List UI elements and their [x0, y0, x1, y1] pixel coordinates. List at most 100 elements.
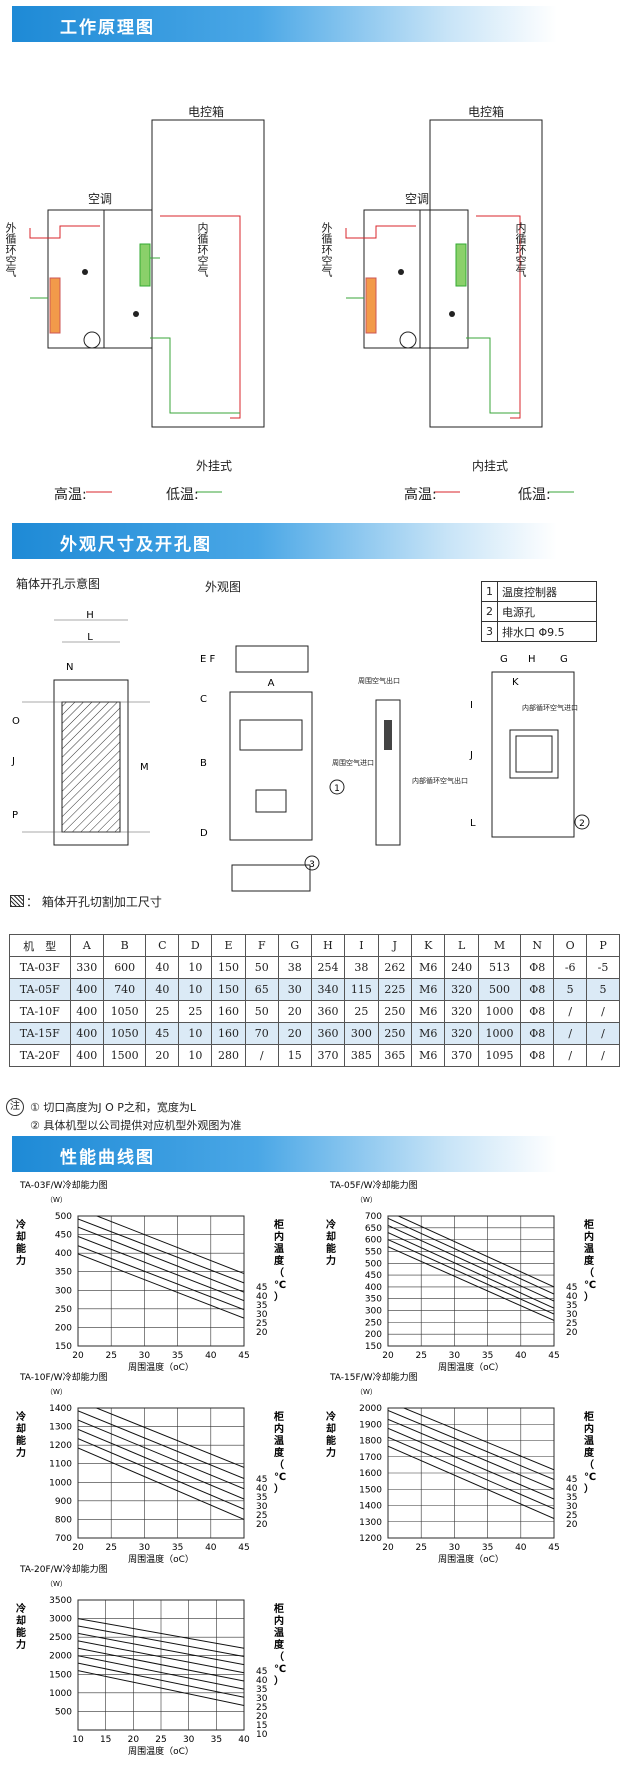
spec-cell: TA-03F	[9, 956, 71, 979]
chart-y-tick: 700	[365, 1212, 382, 1222]
svg-text:G: G	[500, 654, 508, 665]
chart-y-tick: 350	[55, 1268, 72, 1278]
chart-series-label: 20	[566, 1328, 578, 1338]
chart-series-line	[78, 1632, 244, 1666]
chart-xlabel: 周围温度（oC）	[128, 1745, 194, 1757]
chart-series-line	[388, 1418, 554, 1490]
spec-cell: 1000	[477, 1000, 522, 1023]
spec-cell: 365	[377, 1044, 413, 1067]
chart-ylabel-char: 力	[16, 1446, 26, 1459]
spec-cell: 320	[444, 978, 479, 1001]
chart-ylabel-char: 却	[16, 1614, 26, 1627]
spec-cell: 50	[244, 1000, 279, 1023]
chart-y-tick: 600	[365, 1236, 382, 1246]
spec-cell: 1000	[477, 1022, 522, 1045]
chart-series-label: 45	[566, 1283, 577, 1293]
chart-series-label: 35	[566, 1493, 577, 1503]
chart-series-label: 30	[256, 1694, 268, 1704]
spec-cell: 40	[145, 978, 180, 1001]
chart-series-line	[78, 1419, 244, 1490]
chart-y2label-char: （	[584, 1266, 594, 1279]
spec-cell: 45	[145, 1022, 180, 1045]
chart-y2label-char: 内	[274, 1230, 284, 1243]
section-header-performance: 性能曲线图	[12, 1136, 557, 1172]
spec-cell: 330	[69, 956, 105, 979]
chart-y-tick: 3000	[49, 1615, 72, 1625]
svg-text:L: L	[470, 818, 476, 829]
rear-view-drawing: 2 G H G K I J L	[469, 654, 590, 838]
spec-cell: TA-20F	[9, 1044, 71, 1067]
svg-text:1: 1	[334, 784, 340, 794]
chart-y2label-char: 柜	[583, 1410, 594, 1423]
spec-cell: 513	[477, 956, 522, 979]
chart-x-tick: 35	[172, 1543, 183, 1553]
chart-y2label-char: 度	[274, 1446, 285, 1459]
spec-cell: 160	[211, 1000, 246, 1023]
spec-cell: 320	[444, 1000, 479, 1023]
chart-y-tick: 900	[55, 1497, 72, 1507]
chart-xlabel: 周围温度（oC）	[128, 1553, 194, 1565]
spec-cell: /	[586, 1044, 620, 1067]
chart-series-line	[78, 1618, 244, 1649]
cutout-title: 箱体开孔示意图	[16, 577, 101, 591]
spec-cell: 65	[244, 978, 279, 1001]
chart-y2label-char: 温	[584, 1242, 594, 1255]
evaporator-coil-icon	[139, 243, 151, 287]
chart-series-label: 30	[566, 1310, 578, 1320]
spec-header-cell: A	[69, 934, 105, 957]
svg-text:G: G	[560, 654, 568, 665]
spec-header-cell: C	[145, 934, 180, 957]
chart-series-line	[388, 1445, 554, 1519]
chart-series-label: 10	[256, 1730, 268, 1740]
chart-series-label: 40	[256, 1676, 268, 1686]
chart-series-label: 40	[566, 1292, 578, 1302]
chart-series-line	[388, 1436, 554, 1510]
chart-y2label-char: 柜	[583, 1218, 594, 1231]
condenser-coil-icon	[49, 277, 61, 334]
chart-y-tick: 150	[365, 1342, 382, 1352]
svg-text:L: L	[87, 632, 93, 643]
spec-cell: 20	[145, 1044, 180, 1067]
chart-y2label-char: ）	[584, 1482, 594, 1495]
spec-cell: Φ8	[520, 978, 555, 1001]
chart-y-tick: 300	[365, 1307, 382, 1317]
chart-y-tick: 1600	[359, 1469, 382, 1479]
spec-cell: 400	[69, 978, 105, 1001]
chart-y-tick: 1800	[359, 1437, 382, 1447]
chart-y2label-char: 温	[274, 1626, 284, 1639]
principle-diagrams	[29, 119, 574, 493]
chart-x-tick: 25	[415, 1351, 426, 1361]
chart-ylabel-char: 力	[326, 1446, 336, 1459]
chart-ylabel-char: 能	[326, 1434, 336, 1447]
spec-cell: 300	[344, 1022, 379, 1045]
chart-y-tick: 650	[365, 1224, 382, 1234]
chart-y2label-char: ）	[274, 1290, 284, 1303]
chart-series-label: 20	[256, 1712, 268, 1722]
chart-y2label-char: 柜	[273, 1218, 284, 1231]
chart-series-line	[78, 1655, 244, 1690]
spec-cell: 400	[69, 1022, 105, 1045]
chart-y-unit: （W）	[46, 1388, 67, 1396]
chart-x-tick: 40	[238, 1735, 250, 1745]
chart-y2label-char: ℃	[584, 1280, 596, 1291]
chart-xlabel: 周围温度（oC）	[438, 1553, 504, 1565]
spec-cell: 1050	[103, 1022, 147, 1045]
chart-y-tick: 1400	[49, 1404, 72, 1414]
chart-y-tick: 700	[55, 1534, 72, 1544]
chart-x-tick: 15	[100, 1735, 111, 1745]
svg-text:M: M	[140, 762, 149, 773]
spec-cell: 40	[145, 956, 180, 979]
spec-cell: 400	[69, 1000, 105, 1023]
chart-x-tick: 30	[139, 1351, 151, 1361]
spec-cell: Φ8	[520, 1022, 555, 1045]
note-1: ① 切口高度为J O P之和，宽度为L	[30, 1101, 197, 1114]
chart-y-tick: 450	[55, 1231, 72, 1241]
front-view-drawing: 1 A E F B C D 3	[200, 645, 345, 892]
chart-y2label-char: 温	[584, 1434, 594, 1447]
chart-y-tick: 1500	[49, 1670, 72, 1680]
chart-x-tick: 20	[382, 1351, 394, 1361]
chart-series-label: 35	[256, 1685, 267, 1695]
